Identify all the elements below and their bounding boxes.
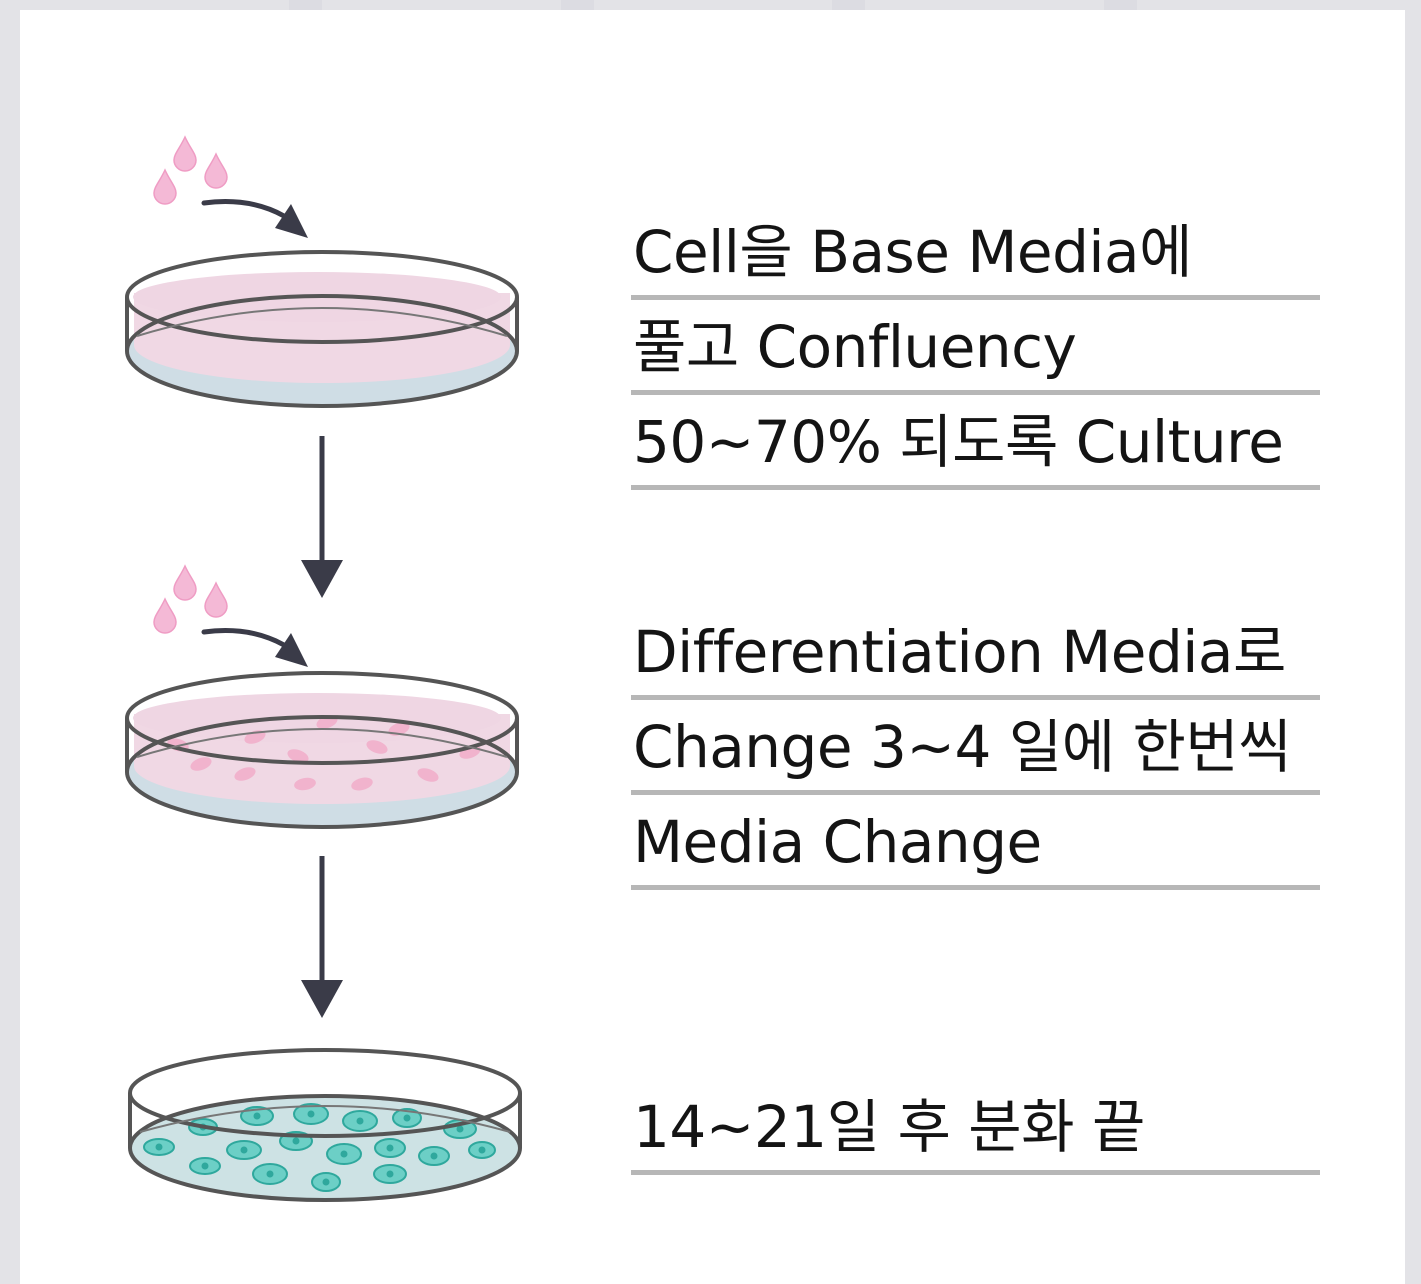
petri-dish-icon [128, 1048, 522, 1202]
step-text-line: Differentiation Media로 [631, 605, 1320, 700]
step-text-line: 14~21일 후 분화 끝 [631, 1080, 1320, 1175]
notebook-page: Cell을 Base Media에 풀고 Confluency 50~70% 되… [20, 10, 1405, 1284]
media-droplet-icon [153, 564, 228, 634]
step-text-line: Media Change [631, 795, 1320, 890]
pour-arrow-icon [201, 199, 308, 238]
flow-arrow-down-icon [301, 436, 343, 598]
step-text-line: Change 3~4 일에 한번씩 [631, 700, 1320, 795]
culture-process-illustration [125, 135, 522, 1202]
media-droplet-icon [153, 135, 228, 205]
step-text-line: 50~70% 되도록 Culture [631, 395, 1320, 490]
step-text-line: 풀고 Confluency [631, 300, 1320, 395]
step-2-text: Differentiation Media로 Change 3~4 일에 한번씩… [631, 605, 1320, 890]
petri-dish-icon [125, 671, 519, 829]
step-text-line: Cell을 Base Media에 [631, 205, 1320, 300]
step-1-text: Cell을 Base Media에 풀고 Confluency 50~70% 되… [631, 205, 1320, 490]
petri-dish-icon [125, 250, 519, 408]
step-3-text: 14~21일 후 분화 끝 [631, 1080, 1320, 1175]
pour-arrow-icon [201, 628, 308, 667]
flow-arrow-down-icon [301, 856, 343, 1018]
